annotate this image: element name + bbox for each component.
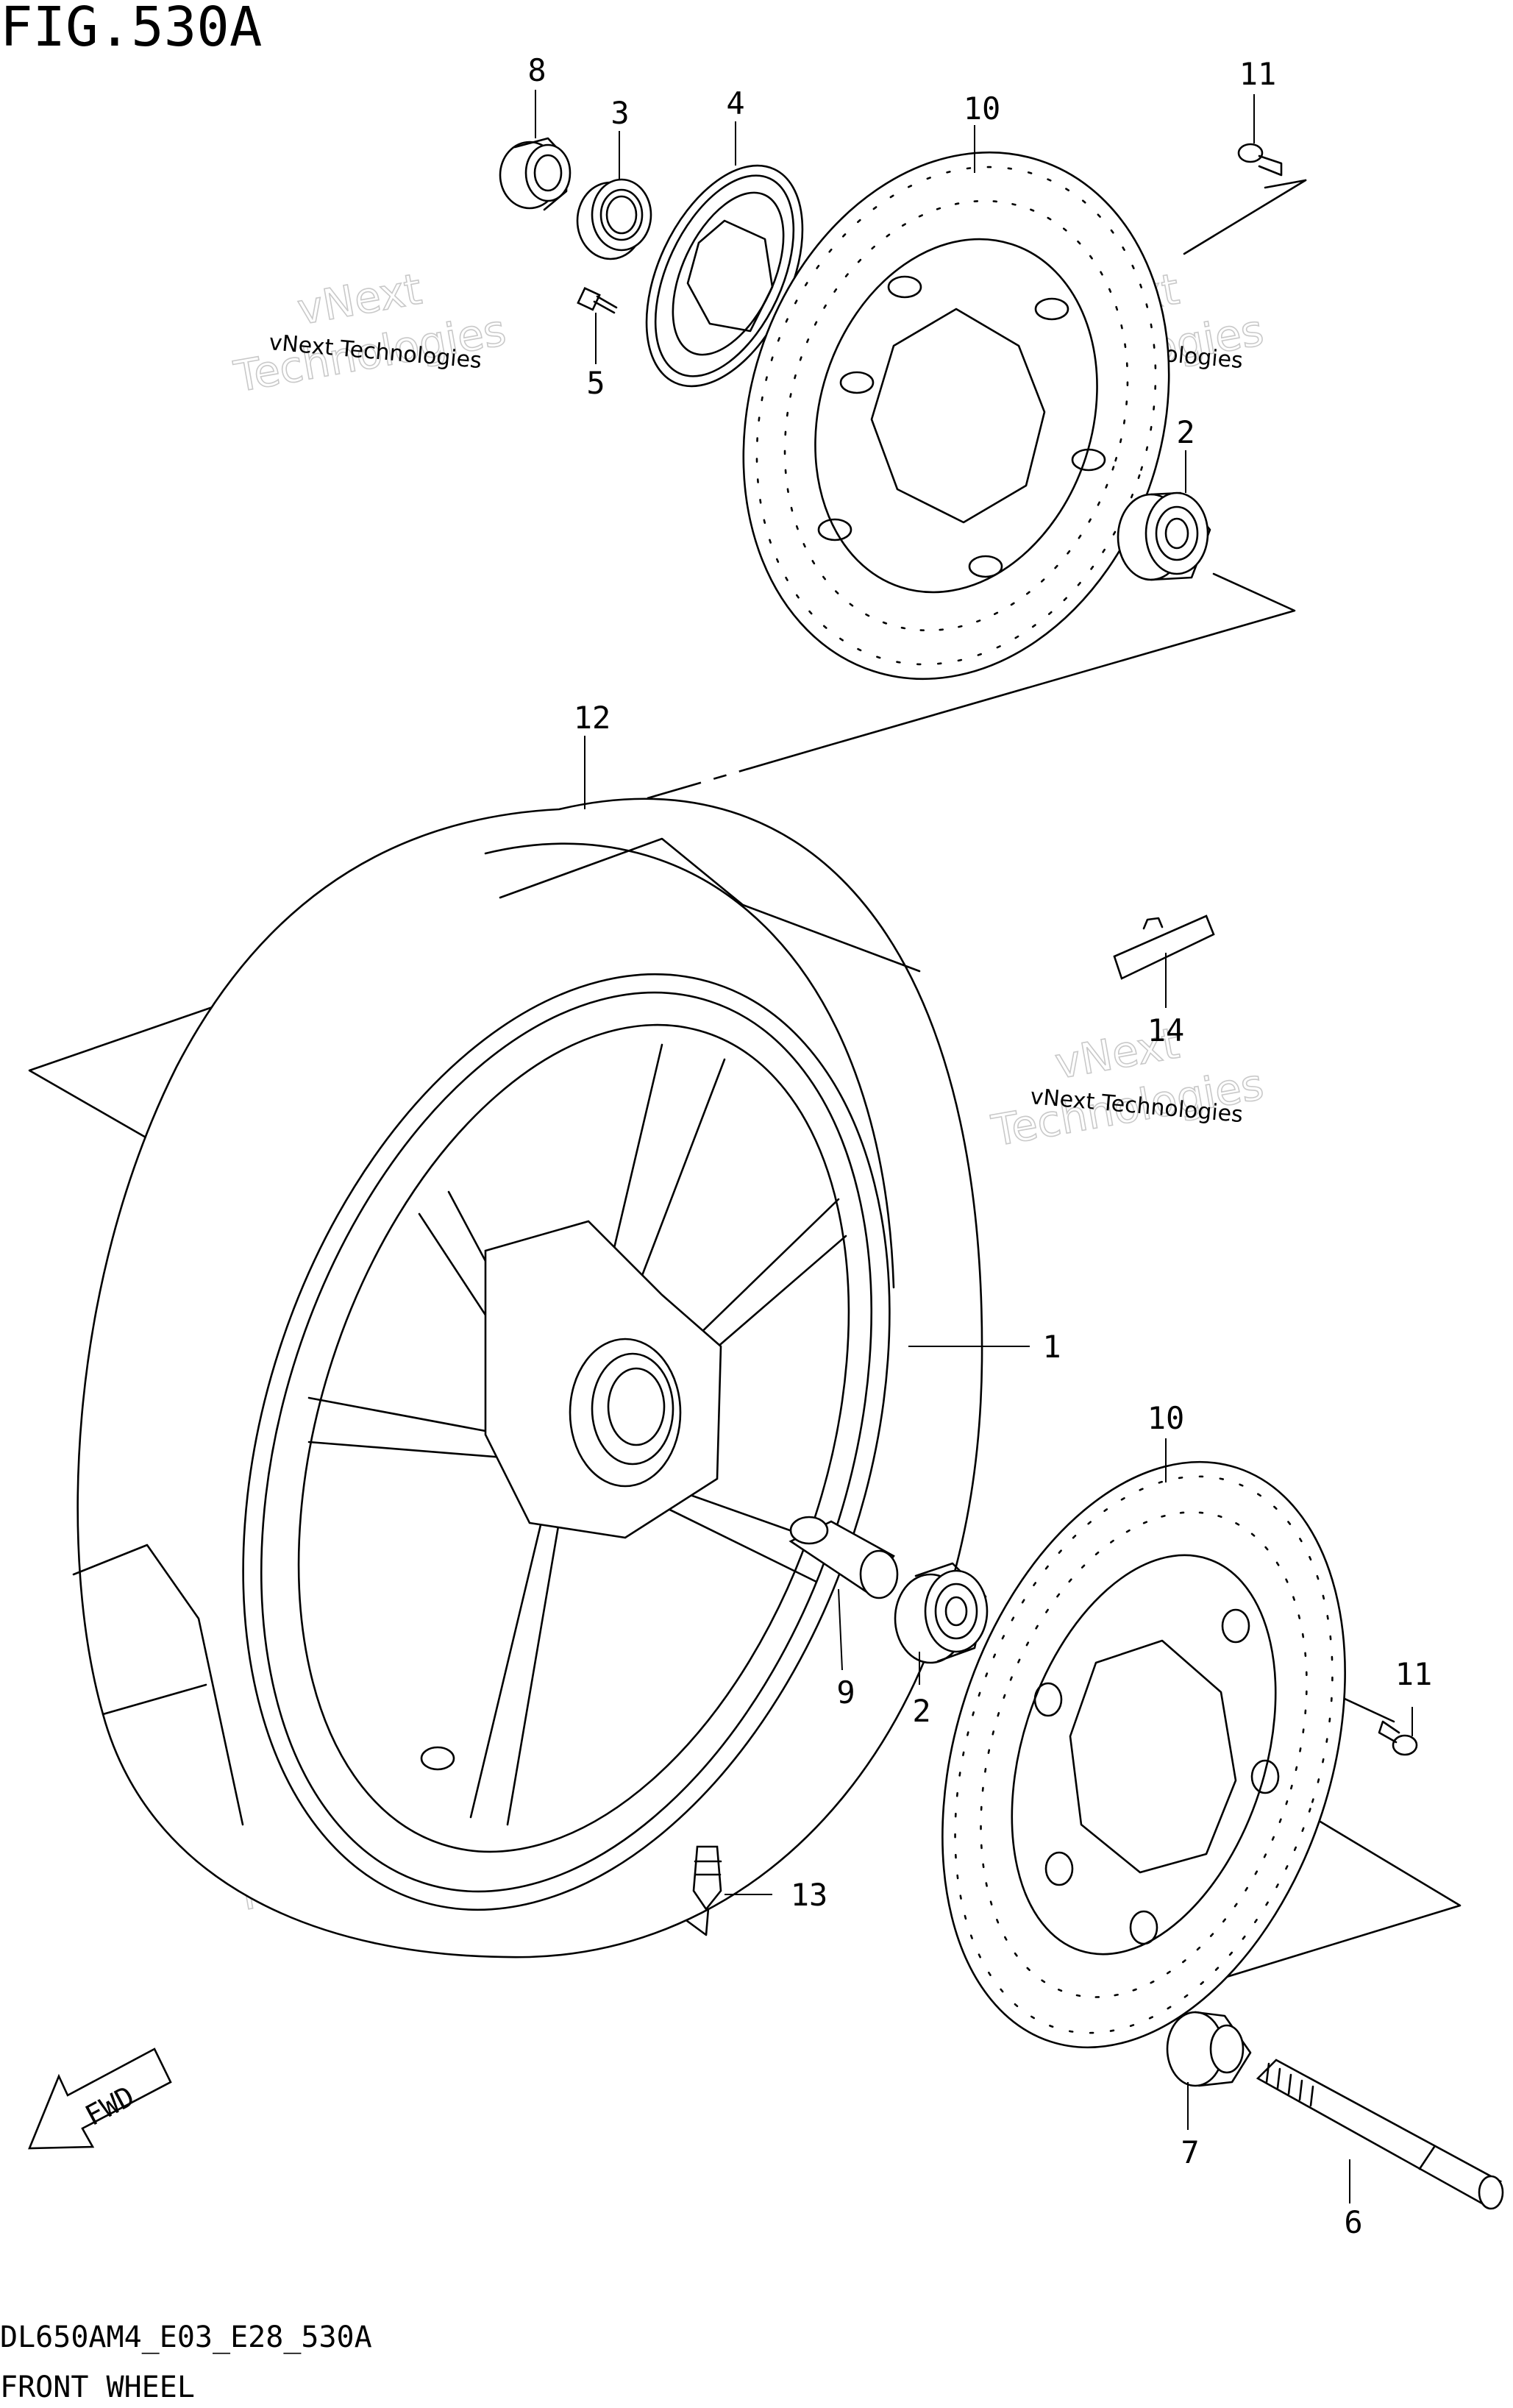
- callout-4: 4: [726, 85, 744, 121]
- callout-leaders: [535, 90, 1413, 2203]
- part-brake-disc-10-upper: [742, 151, 1170, 681]
- callout-12: 12: [574, 700, 611, 736]
- part-collar-7: [1166, 2011, 1252, 2087]
- part-collar-8: [499, 137, 572, 211]
- callout-1: 1: [1042, 1329, 1061, 1365]
- part-brake-disc-10-lower: [941, 1460, 1346, 2049]
- callout-10-lower: 10: [1147, 1400, 1185, 1436]
- assembly-line: [1264, 179, 1307, 189]
- callout-6: 6: [1344, 2204, 1362, 2240]
- part-spacer-9: [788, 1516, 899, 1599]
- callout-7: 7: [1181, 2134, 1199, 2170]
- part-bolt-11-upper: [1237, 143, 1283, 177]
- part-bolt-11-lower: [1378, 1720, 1418, 1756]
- assembly-line: [1183, 179, 1307, 255]
- part-balancer-14: [1113, 914, 1215, 980]
- part-axle-6: [1256, 2059, 1504, 2210]
- callout-13: 13: [791, 1877, 828, 1913]
- part-wheel-1: [242, 973, 891, 1911]
- callout-labels: 8 3 4 10 11 5 2 12 14 1 10 11 9 2 13 7 6: [527, 52, 1432, 2240]
- assembly-line: [1146, 1816, 1462, 2003]
- assembly-line: [822, 572, 1296, 748]
- part-bearing-2-upper: [1117, 491, 1211, 581]
- part-screw-5: [577, 286, 618, 314]
- callout-3: 3: [610, 95, 629, 131]
- callout-11-lower: 11: [1395, 1656, 1433, 1692]
- watermark-4: vNext Technologies: [987, 1017, 1267, 1157]
- watermark-1: vNext Technologies: [229, 263, 510, 402]
- callout-10-upper: 10: [964, 90, 1001, 127]
- fwd-arrow: FWD: [28, 2047, 172, 2150]
- part-oil-seal-3: [576, 178, 652, 260]
- figure-name: FRONT WHEEL: [0, 2370, 195, 2404]
- callout-9: 9: [836, 1674, 855, 1711]
- figure-title: FIG.530A: [0, 0, 262, 59]
- assembly-line: [647, 745, 825, 800]
- callout-11-upper: 11: [1239, 56, 1277, 92]
- callout-8: 8: [527, 52, 546, 88]
- callout-2-lower: 2: [912, 1693, 930, 1729]
- part-bearing-2-lower: [894, 1562, 989, 1664]
- callout-2-upper: 2: [1176, 414, 1195, 450]
- callout-5: 5: [586, 365, 605, 401]
- part-valve-13: [692, 1845, 722, 1911]
- callout-14: 14: [1147, 1012, 1185, 1048]
- figure-code: DL650AM4_E03_E28_530A: [0, 2320, 372, 2354]
